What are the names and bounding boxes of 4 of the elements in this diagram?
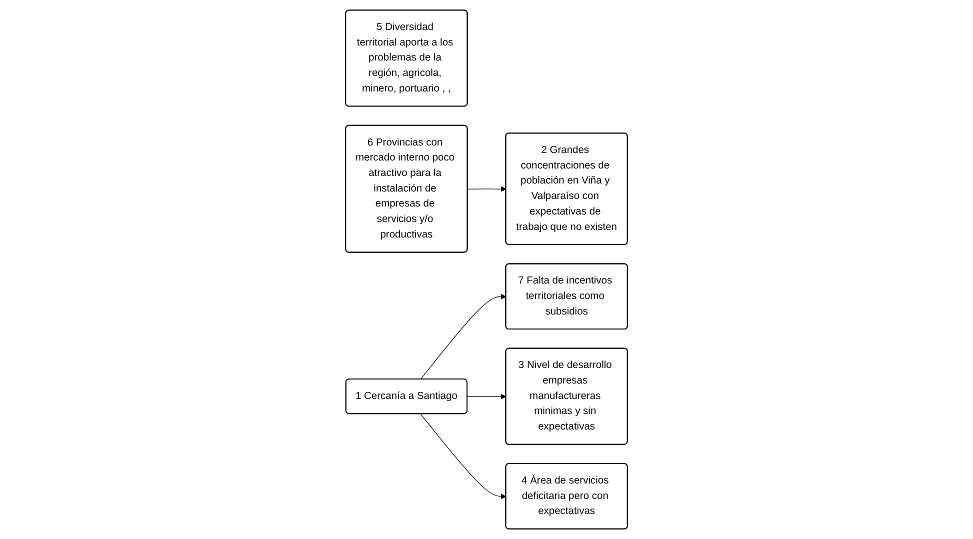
arrow [467,394,506,400]
arrow [420,414,506,500]
arrow [467,186,506,192]
arrow [420,294,506,380]
